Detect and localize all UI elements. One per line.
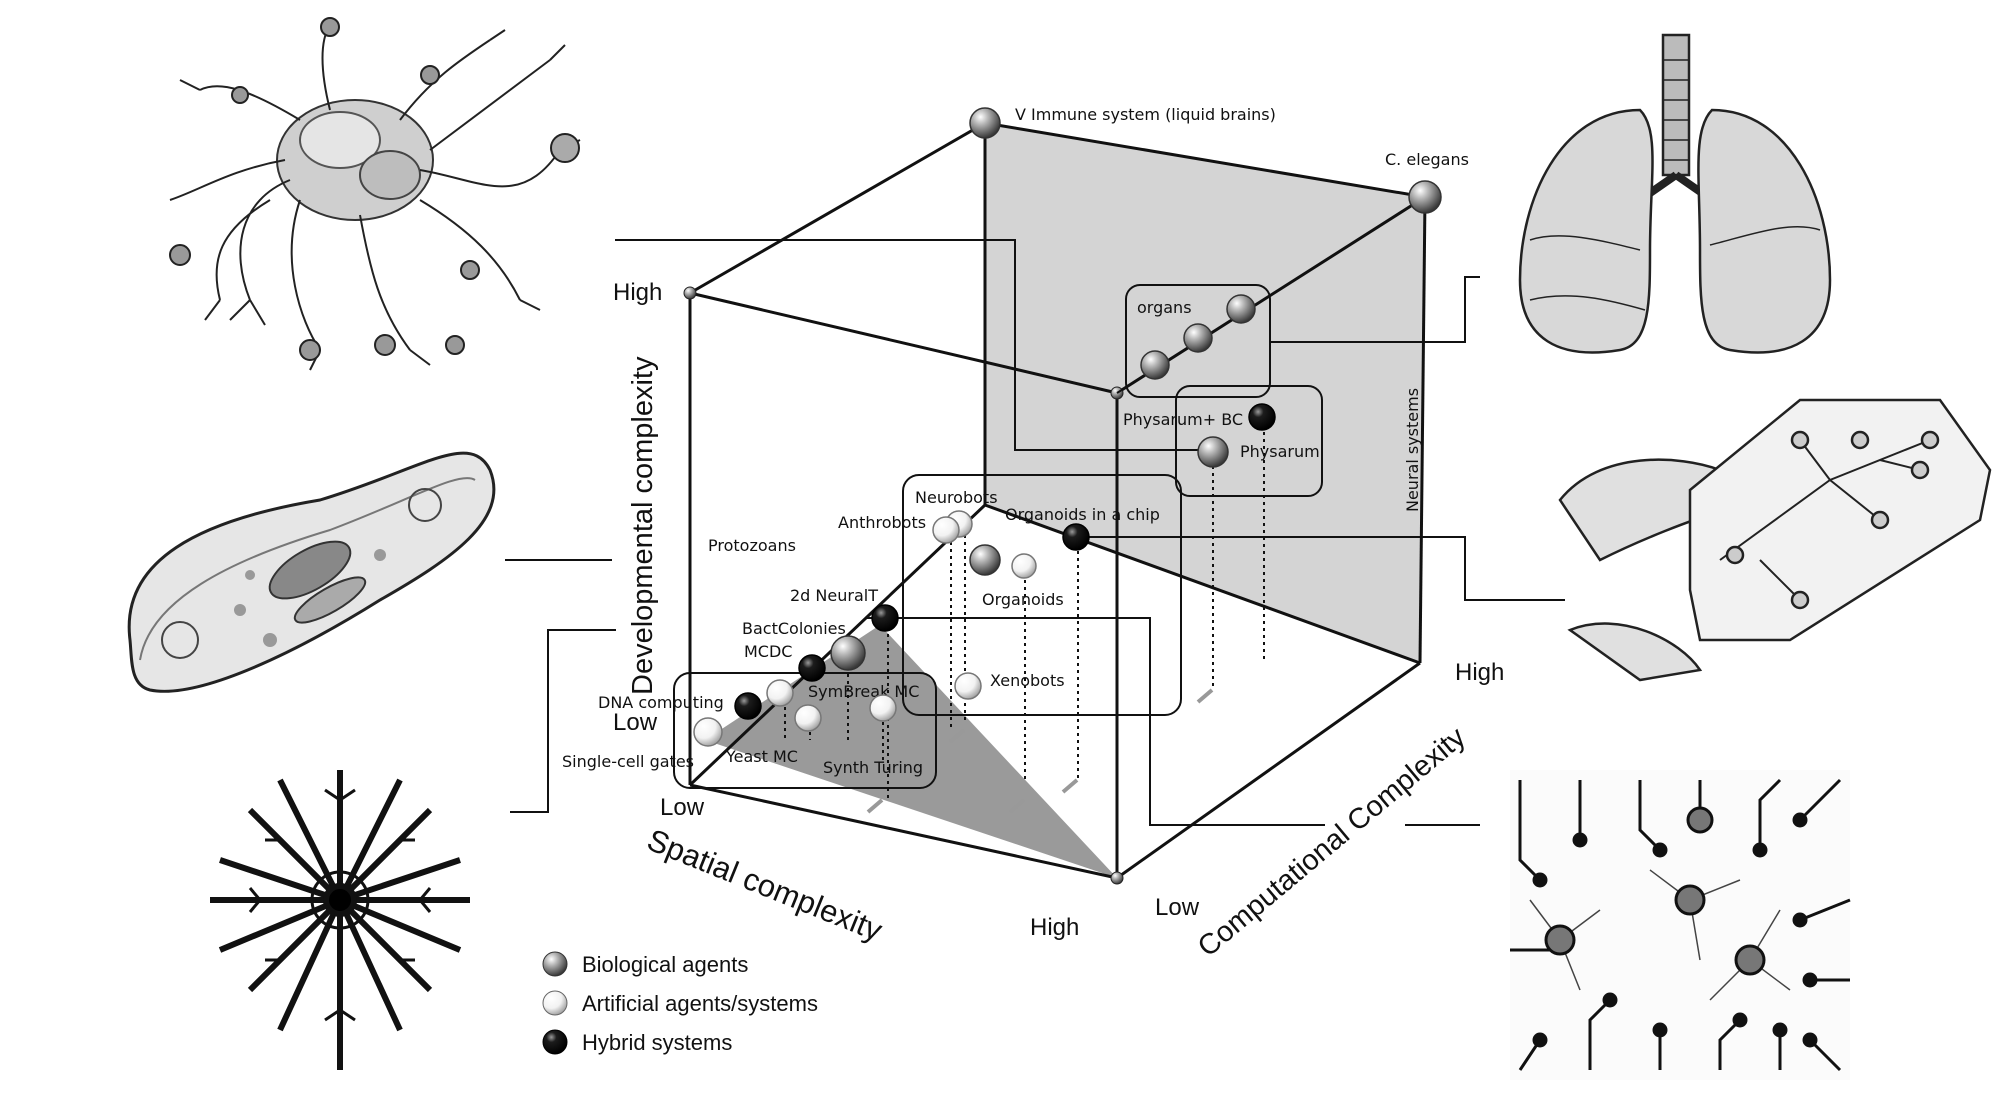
agent-label-2d-neuralt: 2d NeuralT	[790, 586, 878, 605]
agent-label-c-elegans: C. elegans	[1385, 150, 1469, 169]
neural-circuit-illustration	[1510, 770, 1851, 1080]
agent-marker-organs-1	[1140, 350, 1170, 380]
neural-systems-label: Neural systems	[1403, 388, 1422, 512]
dev-low-label: Low	[613, 709, 658, 736]
agent-label-neurobots: Neurobots	[915, 488, 998, 507]
agent-marker-v-immune-system-liquid-brains	[969, 107, 1001, 139]
agent-label-dna-computing: DNA computing	[598, 693, 724, 712]
agent-label-anthrobots: Anthrobots	[838, 513, 926, 532]
agent-label-mcdc: MCDC	[744, 642, 792, 661]
agent-marker-organs-3	[1226, 294, 1256, 324]
agent-label-synth-turing: Synth Turing	[823, 758, 923, 777]
corner-bottom	[1110, 871, 1124, 885]
agent-marker-organs-2	[1183, 323, 1213, 353]
agent-label-organoids: Organoids	[982, 590, 1064, 609]
developmental-axis-title: Developmental complexity	[627, 356, 659, 695]
dev-high-label: High	[613, 279, 662, 306]
spatial-low-label: Low	[660, 794, 705, 821]
organ-on-chip-illustration	[1558, 398, 1992, 682]
paramecium-illustration	[127, 451, 496, 693]
agent-marker-yeast-mc	[794, 704, 822, 732]
computational-axis-title: Computational Complexity	[1192, 721, 1472, 963]
agent-marker-physarum	[1197, 436, 1229, 468]
agent-label-organoids-in-a-chip: Organoids in a chip	[1005, 505, 1160, 524]
legend-label-biological: Biological agents	[582, 952, 748, 977]
legend-marker-hybrid	[542, 1029, 568, 1055]
agent-label-bactcolonies: BactColonies	[742, 619, 846, 638]
agent-marker-synth-turing	[869, 694, 897, 722]
agent-marker-symbreak-mc	[766, 679, 794, 707]
legend-label-artificial: Artificial agents/systems	[582, 991, 818, 1016]
spatial-axis-title: Spatial complexity	[642, 822, 887, 948]
agent-marker-c-elegans	[1408, 180, 1442, 214]
low-complexity-triangle	[705, 625, 1117, 878]
neural-systems-plane	[985, 123, 1425, 663]
agent-marker-organoids-in-a-chip	[1062, 523, 1090, 551]
agent-label-yeast-mc: Yeast MC	[725, 747, 798, 766]
agent-marker-organoids	[1011, 553, 1037, 579]
agent-marker-single-cell-gates	[693, 717, 723, 747]
lungs-illustration	[1518, 33, 1832, 354]
agents-layer: V Immune system (liquid brains) C. elegan…	[562, 105, 1469, 777]
agent-label-xenobots: Xenobots	[990, 671, 1065, 690]
legend: Biological agents Artificial agents/syst…	[542, 951, 818, 1055]
illustration-connectors	[505, 239, 1565, 826]
corner-high-dev	[683, 286, 697, 300]
projection-lines	[784, 418, 1265, 800]
agent-marker-xenobots	[954, 672, 982, 700]
legend-marker-artificial	[542, 990, 568, 1016]
legend-marker-biological	[542, 951, 568, 977]
agent-marker-protozoans	[969, 544, 1001, 576]
agent-label-physarum: Physarum	[1240, 442, 1320, 461]
bacterial-colony-pattern-illustration	[210, 770, 470, 1070]
legend-label-hybrid: Hybrid systems	[582, 1030, 732, 1055]
agent-label-symbreak-mc: SymBreak MC	[808, 682, 919, 701]
agent-marker-mcdc	[798, 654, 826, 682]
agent-marker-dna-computing	[734, 692, 762, 720]
agent-label-single-cell-gates: Single-cell gates	[562, 752, 694, 771]
agent-marker-anthrobots	[932, 516, 960, 544]
agent-label-v-immune-system-liquid-brains: V Immune system (liquid brains)	[1015, 105, 1276, 124]
computational-high-label: High	[1455, 659, 1504, 686]
projection-shadows	[866, 688, 1214, 814]
fungal-mycelium-illustration	[169, 17, 581, 371]
agent-marker-bactcolonies	[830, 635, 866, 671]
spatial-high-label: High	[1030, 914, 1079, 941]
agent-marker-physarum-bc	[1248, 403, 1276, 431]
agent-marker-2d-neuralt	[871, 604, 899, 632]
agent-label-organs: organs	[1137, 298, 1192, 317]
agent-label-physarum-bc: Physarum+ BC	[1123, 410, 1243, 429]
agent-label-protozoans: Protozoans	[708, 536, 796, 555]
computational-low-label: Low	[1155, 894, 1200, 921]
